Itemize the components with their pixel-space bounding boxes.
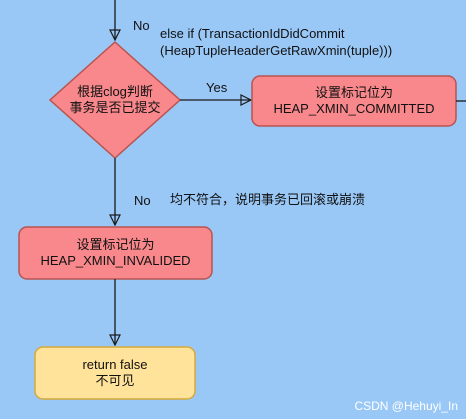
decision-text: 根据clog判断 事务是否已提交 (50, 80, 180, 120)
decision-line2: 事务是否已提交 (69, 100, 161, 115)
result-line2: 不可见 (95, 373, 135, 388)
bottom-note-label: 均不符合，说明事务已回滚或崩溃 (170, 192, 366, 207)
top-no-label: No (133, 18, 150, 33)
committed-line1: 设置标记位为 (314, 85, 393, 100)
yes-label: Yes (206, 80, 228, 95)
watermark: CSDN @Hehuyi_In (354, 399, 458, 413)
invalided-text: 设置标记位为 HEAP_XMIN_INVALIDED (19, 227, 212, 279)
committed-line2: HEAP_XMIN_COMMITTED (273, 101, 435, 116)
bottom-no-label: No (134, 193, 151, 208)
invalided-line2: HEAP_XMIN_INVALIDED (40, 253, 191, 268)
condition-label-line2: (HeapTupleHeaderGetRawXmin(tuple))) (160, 43, 393, 58)
invalided-line1: 设置标记位为 (76, 237, 155, 252)
result-text: return false 不可见 (35, 347, 195, 399)
committed-text: 设置标记位为 HEAP_XMIN_COMMITTED (252, 76, 456, 126)
result-box (34, 346, 196, 400)
decision-line1: 根据clog判断 (77, 84, 153, 99)
result-line1: return false (82, 357, 148, 372)
condition-label-line1: else if (TransactionIdDidCommit (160, 26, 345, 41)
